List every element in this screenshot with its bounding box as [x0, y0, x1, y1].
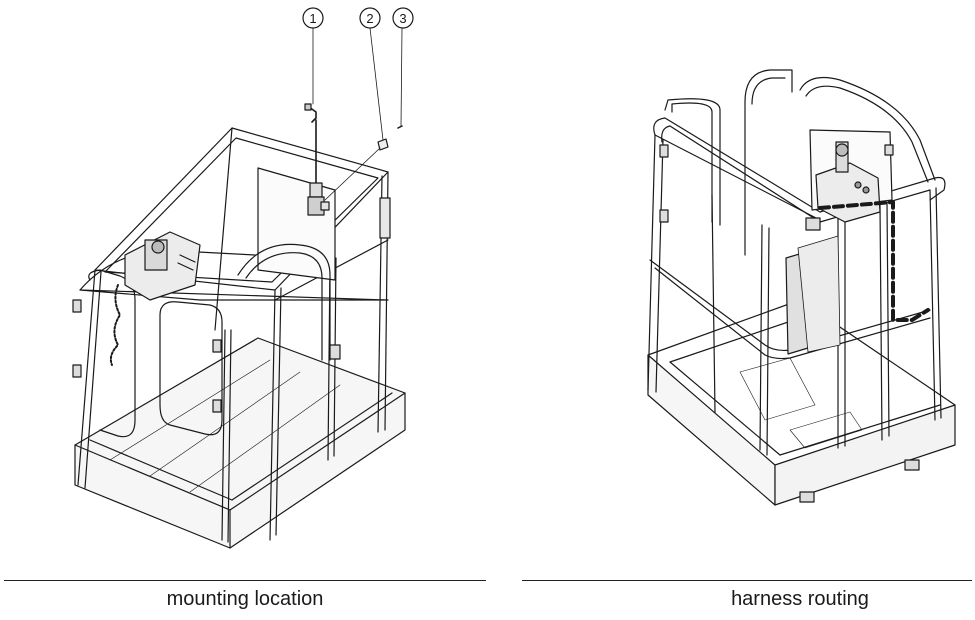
callout-2-label: 2	[366, 11, 373, 26]
callout-1-label: 1	[309, 11, 316, 26]
caption-harness-routing: harness routing	[731, 588, 869, 610]
platform-right	[647, 69, 956, 506]
callout-3	[392, 7, 414, 29]
platform-left	[72, 127, 406, 549]
caption-mounting-location: mounting location	[166, 588, 324, 610]
callout-1	[302, 7, 324, 29]
divider-left	[4, 580, 486, 581]
callout-2	[359, 7, 381, 29]
exploded-parts-left	[304, 27, 403, 216]
callout-3-label: 3	[399, 11, 406, 26]
harness-route-path	[818, 200, 930, 322]
divider-right	[522, 580, 972, 581]
